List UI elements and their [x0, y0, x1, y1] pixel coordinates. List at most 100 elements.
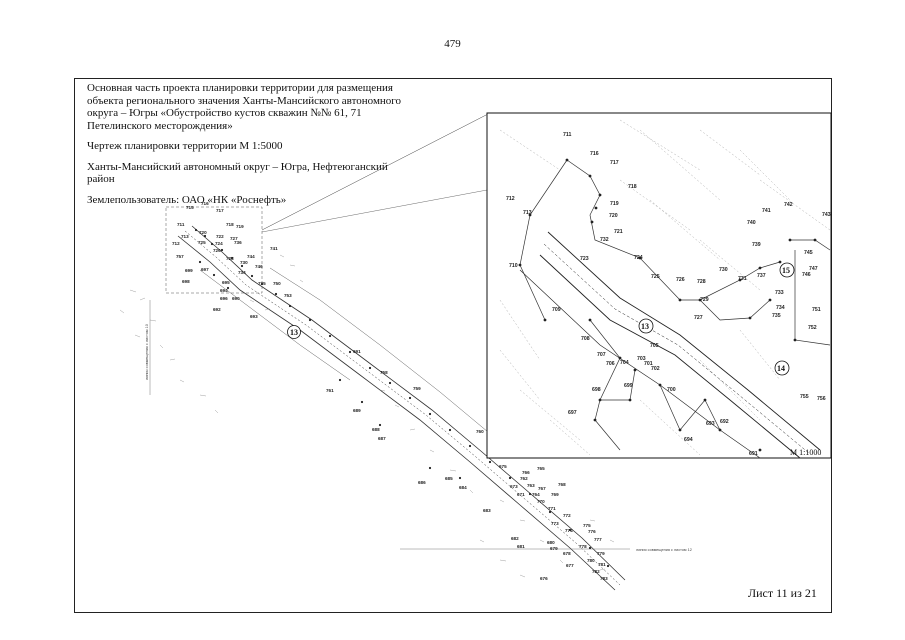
inset-point-label: 731	[738, 276, 747, 282]
main-point-label: 681	[517, 544, 525, 549]
main-point-label: 693	[250, 314, 258, 319]
main-map-labels: 715 716 717 718 719 711 712 713 720 722 …	[172, 201, 608, 581]
main-point-label: 778	[579, 544, 587, 549]
inset-circle-13	[638, 318, 654, 334]
inset-point-label: 712	[506, 196, 515, 202]
main-point-label: 741	[270, 246, 278, 251]
main-point-label: 773	[551, 521, 559, 526]
match-line-bottom-label: линия совмещения с листом 12	[636, 548, 692, 552]
inset-point-label: 723	[580, 256, 589, 262]
main-point-label: 676	[540, 576, 548, 581]
inset-point-label: 697	[568, 410, 577, 416]
main-point-label: 768	[558, 482, 566, 487]
main-point-label: 684	[459, 485, 467, 490]
inset-point-label: 725	[651, 274, 660, 280]
main-point-label: 771	[548, 506, 556, 511]
match-line-left-label: линия совмещения с листом 10	[145, 324, 149, 380]
main-point-label: 698	[182, 279, 190, 284]
inset-point-label: 751	[812, 307, 821, 313]
main-point-label: 718	[226, 222, 234, 227]
main-point-label: 699	[185, 268, 193, 273]
inset-point-label: 693	[706, 421, 715, 427]
main-point-label: 685	[445, 476, 453, 481]
inset-point-label: 733	[775, 290, 784, 296]
inset-point-label: 700	[667, 387, 676, 393]
inset-point-label: 701	[644, 361, 653, 367]
main-point-label: 770	[537, 499, 545, 504]
main-point-label: 688	[372, 427, 380, 432]
drawing-title: Чертеж планировки территории М 1:5000	[87, 140, 283, 152]
main-point-label: 722	[216, 234, 224, 239]
main-point-label: 689	[353, 408, 361, 413]
inset-point-label: 691	[749, 451, 758, 457]
main-point-label: 760	[476, 429, 484, 434]
inset-circle-14	[774, 360, 790, 376]
inset-point-label: 739	[752, 242, 761, 248]
main-point-label: 757	[176, 254, 184, 259]
main-point-label: 679	[550, 546, 558, 551]
inset-point-label: 747	[809, 266, 818, 272]
main-point-label: 758	[380, 370, 388, 375]
inset-point-label: 741	[762, 208, 771, 214]
main-point-label: 728	[226, 256, 234, 261]
main-point-label: 780	[587, 558, 595, 563]
main-point-label: 720	[199, 230, 207, 235]
main-point-label: 764	[532, 492, 540, 497]
project-title-line-1: Основная часть проекта планировки террит…	[87, 82, 393, 94]
inset-point-label: 742	[784, 202, 793, 208]
main-point-label: 782	[592, 569, 600, 574]
inset-point-label: 743	[822, 212, 831, 218]
main-point-label: 781	[598, 562, 606, 567]
inset-point-label: 692	[720, 419, 729, 425]
inset-point-label: 756	[817, 396, 826, 402]
main-point-label: 730	[240, 260, 248, 265]
region-text: Ханты-Мансийский автономный округ – Югра…	[87, 160, 388, 186]
inset-point-label: 705	[650, 343, 659, 349]
main-point-label: 765	[537, 466, 545, 471]
main-point-label: 724	[215, 241, 223, 246]
main-point-label: 680	[547, 540, 555, 545]
inset-point-label: 703	[637, 356, 646, 362]
main-point-label: 726	[213, 248, 221, 253]
inset-point-label: 704	[620, 360, 629, 366]
project-title-line-3: округа – Югры «Обустройство кустов скваж…	[87, 107, 362, 119]
main-point-label: 690	[232, 296, 240, 301]
main-point-label: 671	[517, 492, 525, 497]
inset-point-label: 728	[697, 279, 706, 285]
inset-circle-15	[779, 262, 795, 278]
inset-point-label: 735	[772, 313, 781, 319]
main-point-label: 750	[273, 281, 281, 286]
main-point-label: 677	[566, 563, 574, 568]
inset-map: 13 14 15 711 716 717 718 719 720 721 712…	[486, 112, 832, 459]
inset-point-label: 727	[694, 315, 703, 321]
main-corridor	[177, 225, 626, 591]
main-point-label: 695	[222, 280, 230, 285]
inset-point-label: 716	[590, 151, 599, 157]
inset-point-label: 711	[563, 132, 571, 138]
main-point-label: 727	[230, 236, 238, 241]
main-map-circle-13	[287, 325, 301, 339]
main-point-label: 779	[597, 551, 605, 556]
page-number: 479	[444, 38, 461, 50]
main-map-points	[194, 228, 610, 568]
inset-point-label: 721	[614, 229, 623, 235]
main-point-label: 717	[216, 208, 224, 213]
inset-point-label: 724	[634, 255, 643, 261]
inset-point-label: 726	[676, 277, 685, 283]
main-point-label: 767	[538, 486, 546, 491]
main-point-label: 744	[247, 254, 255, 259]
inset-point-label: 755	[800, 394, 809, 400]
inset-point-label: 713	[523, 210, 532, 216]
main-point-label: 713	[181, 234, 189, 239]
inset-circle-14-label: 14	[777, 364, 785, 373]
main-point-label: 776	[588, 529, 596, 534]
main-point-label: 766	[522, 470, 530, 475]
main-point-label: 711	[177, 222, 185, 227]
inset-circle-15-label: 15	[782, 266, 790, 275]
land-user-text: Землепользователь: ОАО «НК «Роснефть»	[87, 193, 287, 206]
inset-point-label: 699	[624, 383, 633, 389]
main-point-label: 725	[198, 240, 206, 245]
title-block: Основная часть проекта планировки террит…	[87, 82, 417, 206]
main-point-label: 736	[234, 240, 242, 245]
